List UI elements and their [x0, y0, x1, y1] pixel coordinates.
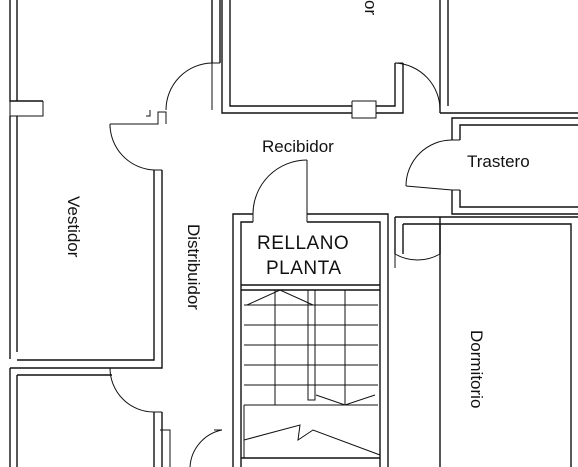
stairs [243, 289, 381, 458]
room-label-distribuidor: Distribuidor [184, 224, 203, 310]
door-swings [109, 62, 453, 467]
lower-left-room-walls [9, 368, 171, 467]
room-label-top-cut: or [361, 0, 380, 15]
top-center-room-walls [221, 0, 404, 119]
vestidor-walls [10, 110, 167, 369]
room-label-rellano-line2: PLANTA [266, 258, 342, 279]
room-label-vestidor: Vestidor [64, 196, 83, 258]
rellano-walls [232, 213, 389, 467]
top-right-room-walls [439, 0, 578, 114]
room-label-dormitorio: Dormitorio [467, 330, 486, 408]
trastero-walls [451, 117, 578, 215]
dormitorio-walls [394, 216, 578, 467]
room-label-recibidor: Recibidor [262, 137, 334, 156]
room-label-rellano-line1: RELLANO [257, 233, 349, 254]
room-label-trastero: Trastero [467, 152, 530, 171]
top-left-room-walls [9, 0, 221, 359]
